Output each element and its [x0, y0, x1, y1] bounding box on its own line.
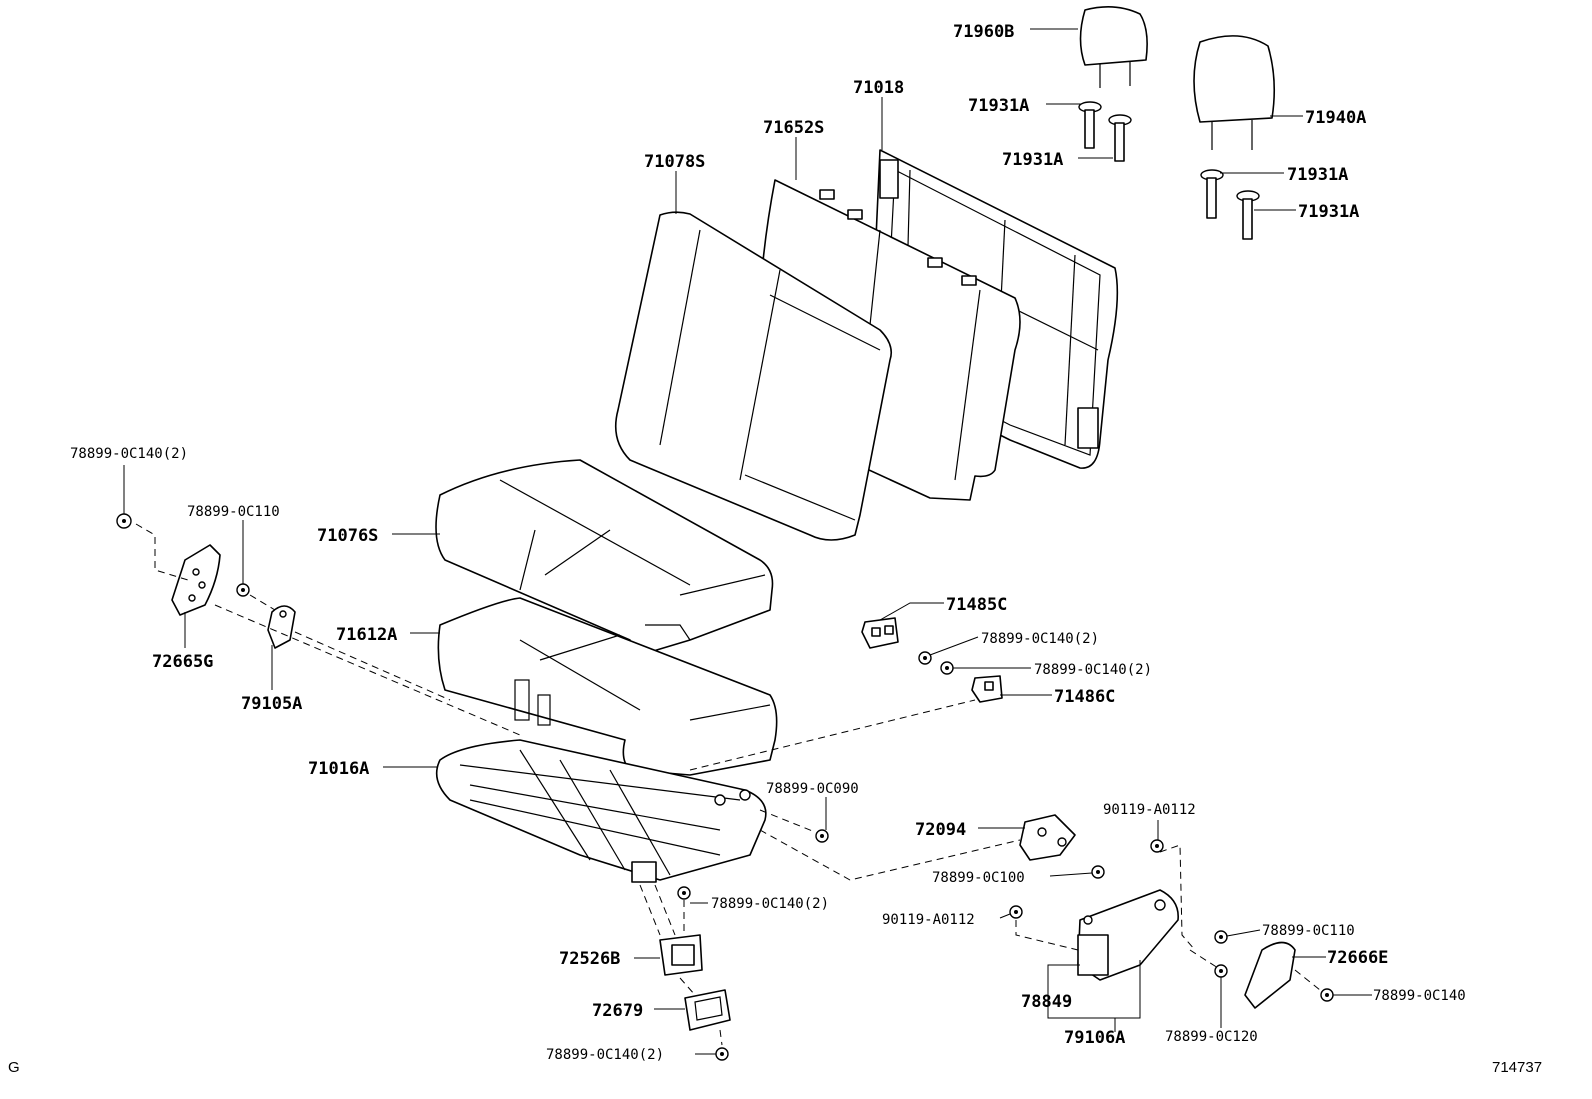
diagram-number: 714737: [1492, 1059, 1542, 1076]
label-72094: 72094: [915, 820, 966, 840]
bolt-78899-0C110-a: [236, 583, 250, 597]
label-78899-0C120: 78899-0C120: [1165, 1029, 1258, 1045]
seat-cushion-cover-71076S: [435, 459, 774, 656]
label-71612A: 71612A: [336, 625, 397, 645]
label-72526B: 72526B: [559, 949, 620, 969]
label-72666E: 72666E: [1327, 948, 1388, 968]
corner-code-left: G: [8, 1059, 20, 1076]
bolt-78899-0C140-a: [116, 513, 132, 529]
hinge-cover-71485C: [861, 617, 899, 649]
label-79106A: 79106A: [1064, 1028, 1125, 1048]
label-71486C: 71486C: [1054, 687, 1115, 707]
bolt-78899-0C120: [1214, 964, 1228, 978]
leader-lines: [123, 28, 1372, 1055]
recliner-78849: [1077, 889, 1179, 981]
recliner-cover-72666E: [1244, 941, 1296, 1009]
label-78899-0C140-2-a: 78899-0C140(2): [70, 446, 188, 462]
label-72665G: 72665G: [152, 652, 213, 672]
label-71960B: 71960B: [953, 22, 1014, 42]
seat-cushion-pad-71612A: [437, 597, 778, 776]
label-71485C: 71485C: [946, 595, 1007, 615]
label-78899-0C140-2-b: 78899-0C140(2): [981, 631, 1099, 647]
label-78899-0C140-2-c: 78899-0C140(2): [1034, 662, 1152, 678]
bolt-78899-0C100: [1091, 865, 1105, 879]
label-78899-0C140: 78899-0C140: [1373, 988, 1466, 1004]
label-71940A: 71940A: [1305, 108, 1366, 128]
bolt-90119-A0112-b: [1009, 905, 1023, 919]
bolt-78899-0C140-e: [1320, 988, 1334, 1002]
headrest-71940A: [1193, 35, 1276, 150]
bracket-72526B: [659, 934, 703, 976]
label-78899-0C090: 78899-0C090: [766, 781, 859, 797]
label-78899-0C110-a: 78899-0C110: [187, 504, 280, 520]
label-78849: 78849: [1021, 992, 1072, 1012]
label-78899-0C110-b: 78899-0C110: [1262, 923, 1355, 939]
bolt-90119-A0112-a: [1150, 839, 1164, 853]
label-78899-0C140-2-d: 78899-0C140(2): [711, 896, 829, 912]
label-78899-0C140-2-e: 78899-0C140(2): [546, 1047, 664, 1063]
headrest-support-71931A-c: [1200, 169, 1224, 219]
headrest-support-71931A-d: [1236, 190, 1260, 240]
label-90119-A0112-b: 90119-A0112: [882, 912, 975, 928]
label-79105A: 79105A: [241, 694, 302, 714]
seatback-cover-71078S: [614, 211, 893, 541]
label-72679: 72679: [592, 1001, 643, 1021]
label-78899-0C100: 78899-0C100: [932, 870, 1025, 886]
label-90119-A0112-a: 90119-A0112: [1103, 802, 1196, 818]
headrest-support-71931A-a: [1078, 101, 1102, 149]
bolt-78899-0C140-d: [677, 886, 691, 900]
label-71078S: 71078S: [644, 152, 705, 172]
label-71931A-d: 71931A: [1298, 202, 1359, 222]
bolt-78899-0C140-c: [940, 661, 954, 675]
hinge-bracket-79105A: [267, 605, 296, 649]
bolt-78899-0C140-f: [715, 1047, 729, 1061]
cover-72679: [684, 989, 731, 1031]
bolt-78899-0C110-b: [1214, 930, 1228, 944]
bolt-78899-0C090: [815, 829, 829, 843]
hinge-cover-71486C: [971, 675, 1003, 703]
seat-frame-71016A: [435, 739, 767, 883]
label-71931A-c: 71931A: [1287, 165, 1348, 185]
hinge-cover-72665G: [171, 544, 221, 616]
label-71931A-a: 71931A: [968, 96, 1029, 116]
headrest-71960B: [1079, 6, 1148, 88]
hinge-bracket-72094: [1019, 814, 1076, 861]
headrest-support-71931A-b: [1108, 114, 1132, 162]
label-71652S: 71652S: [763, 118, 824, 138]
bolt-78899-0C140-b: [918, 651, 932, 665]
label-71931A-b: 71931A: [1002, 150, 1063, 170]
label-71018: 71018: [853, 78, 904, 98]
label-71076S: 71076S: [317, 526, 378, 546]
label-71016A: 71016A: [308, 759, 369, 779]
